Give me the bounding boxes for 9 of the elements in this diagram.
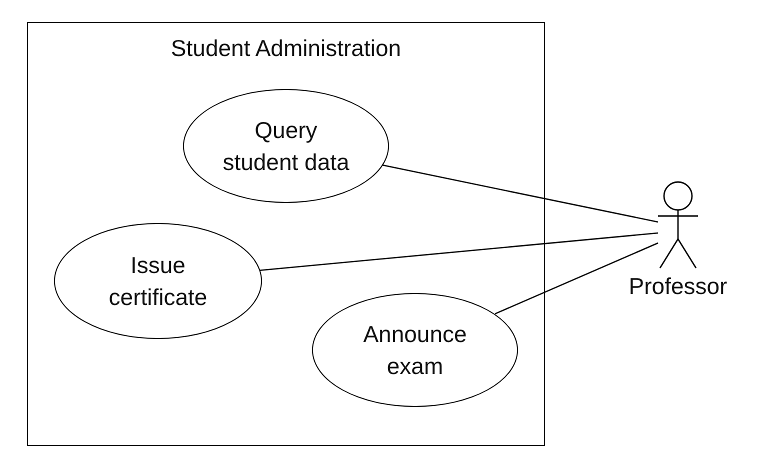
use-case-label: Query student data (222, 116, 350, 177)
actor-name: Professor (628, 273, 728, 300)
association-line (260, 232, 658, 272)
association-line (381, 164, 658, 223)
association-line (494, 242, 658, 314)
system-boundary (27, 22, 545, 446)
system-title: Student Administration (170, 35, 402, 62)
use-case-label: Issue certificate (108, 251, 208, 312)
use-case-label: Announce exam (362, 320, 468, 381)
